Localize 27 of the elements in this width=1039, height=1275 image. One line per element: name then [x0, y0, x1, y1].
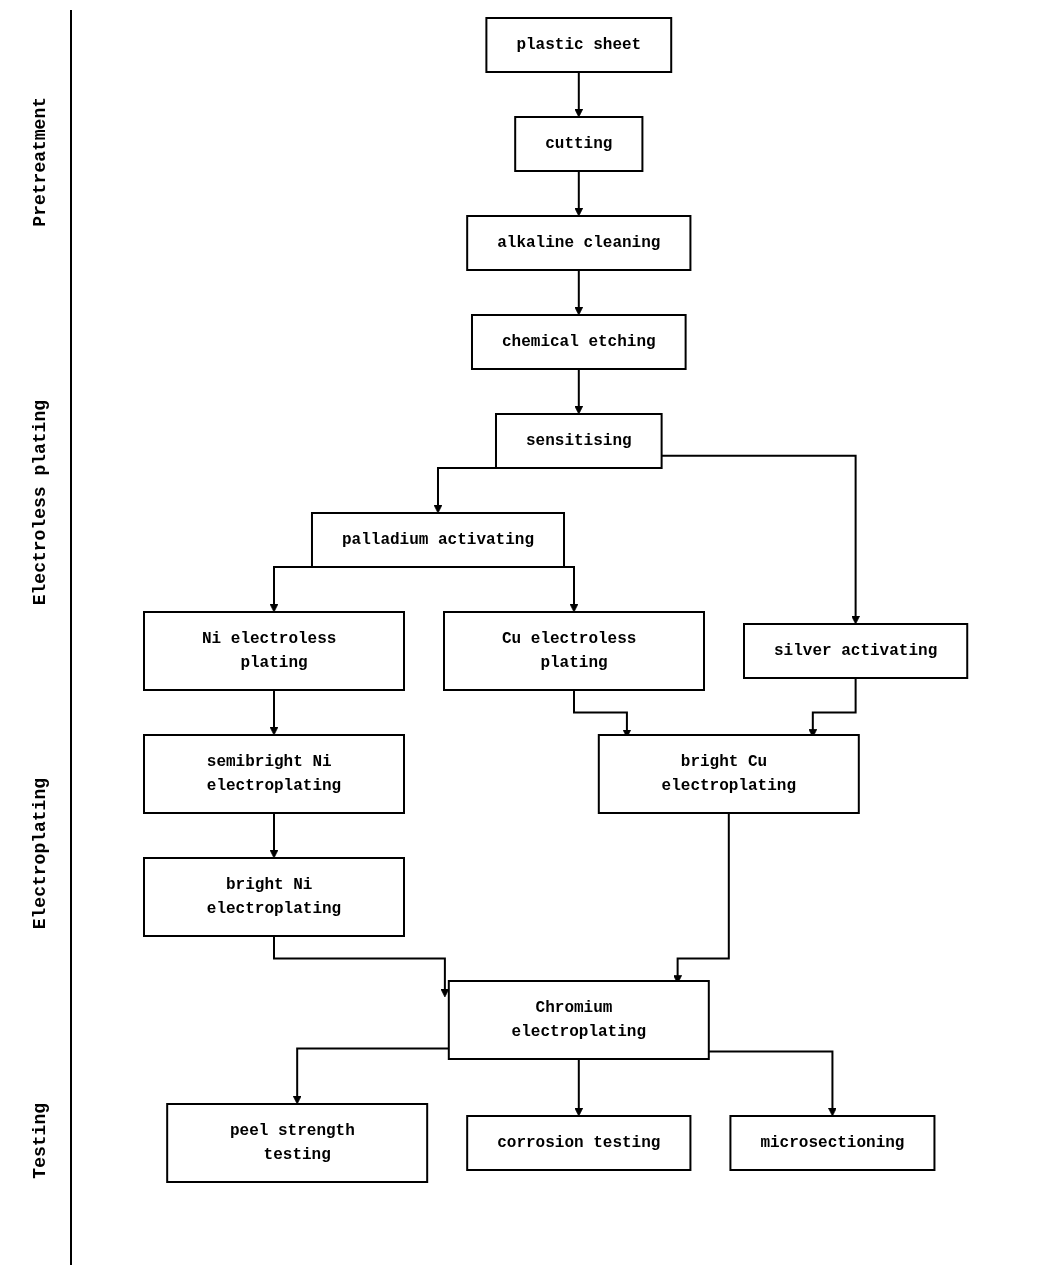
arrow	[574, 269, 584, 316]
arrow	[574, 71, 584, 118]
node-box: palladium activating	[310, 512, 565, 568]
node-box: Chromium electroplating	[447, 980, 710, 1060]
node-box: cutting	[514, 116, 644, 172]
node-box: alkaline cleaning	[466, 215, 692, 271]
phase-label: Electroless plating	[30, 399, 50, 605]
node-box: Ni electroless plating	[142, 611, 405, 691]
node-box: microsectioning	[729, 1115, 936, 1171]
arrow	[574, 1058, 584, 1117]
arrow	[269, 812, 279, 859]
phase-label: Testing	[30, 1102, 50, 1179]
node-box: sensitising	[494, 413, 663, 469]
arrow	[574, 368, 584, 415]
node-box: peel strength testing	[166, 1103, 429, 1183]
node-box: plastic sheet	[485, 17, 673, 73]
node-box: corrosion testing	[466, 1115, 692, 1171]
node-box: semibright Ni electroplating	[142, 734, 405, 814]
node-box: bright Cu electroplating	[597, 734, 860, 814]
phase-label: Electroplating	[30, 778, 50, 930]
node-box: silver activating	[742, 623, 969, 679]
node-box: chemical etching	[470, 314, 687, 370]
node-box: bright Ni electroplating	[142, 857, 405, 937]
arrow	[269, 689, 279, 736]
phase-label: Pretreatment	[30, 96, 50, 227]
node-box: Cu electroless plating	[442, 611, 705, 691]
arrow	[574, 170, 584, 217]
